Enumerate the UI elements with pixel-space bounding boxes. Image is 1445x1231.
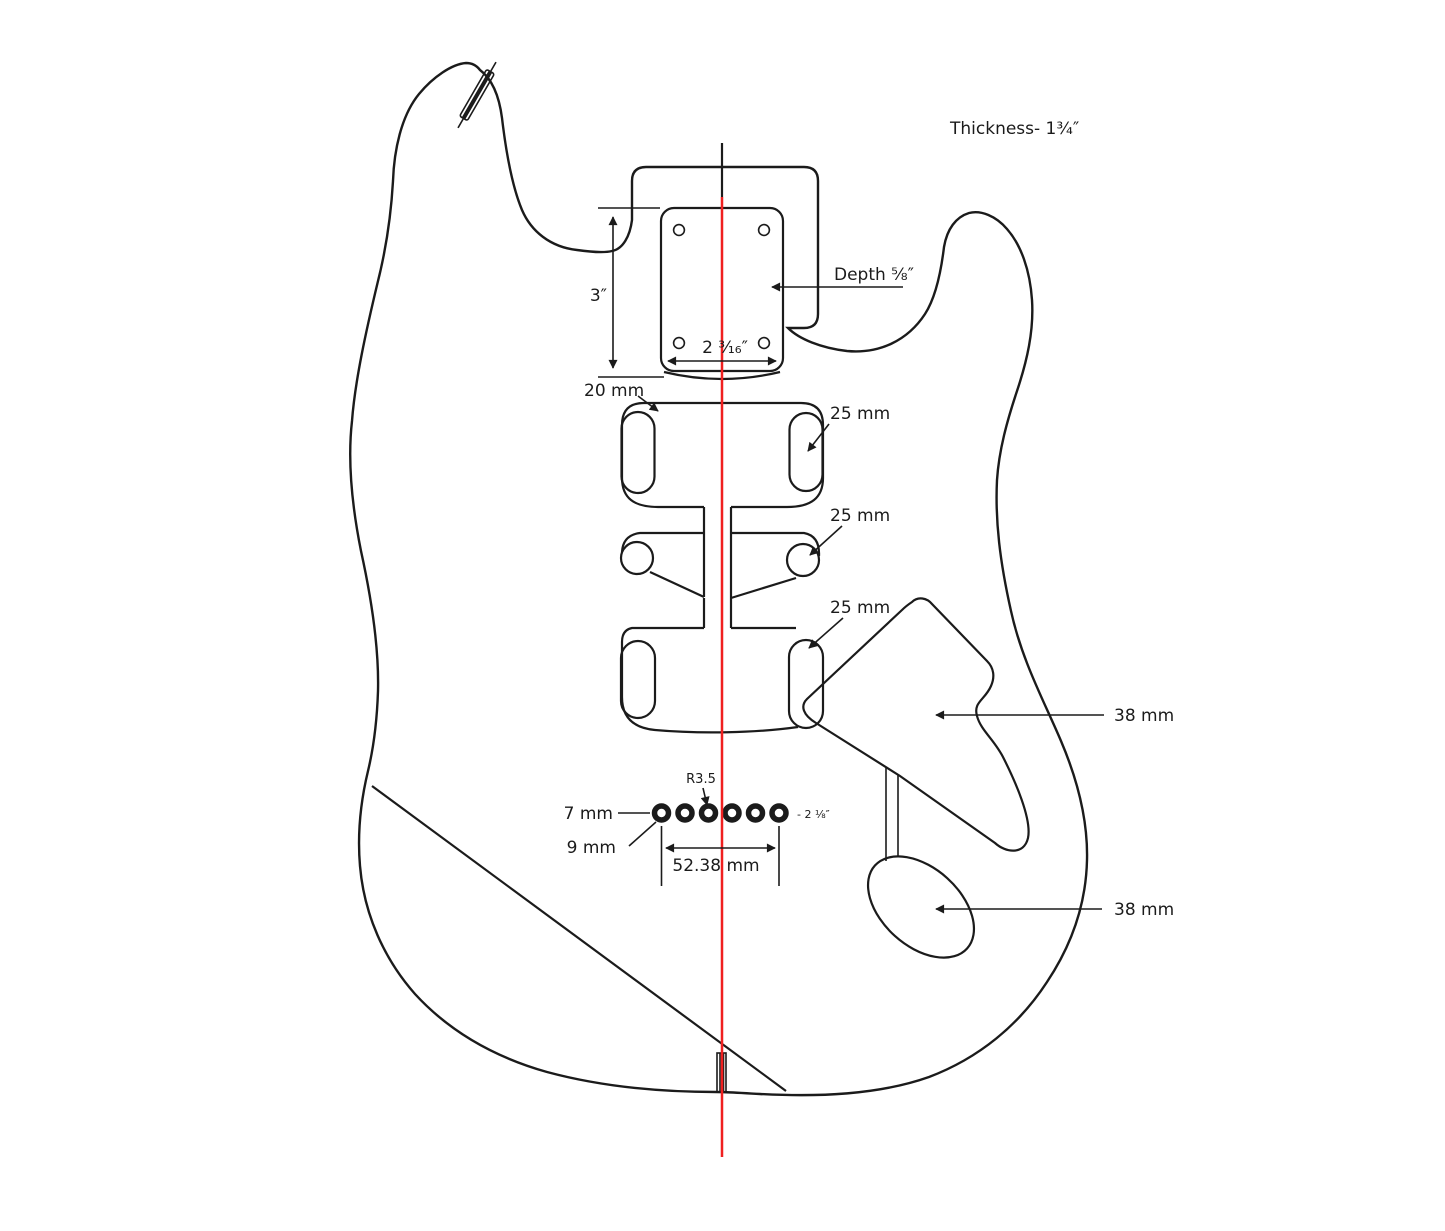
string-hole bbox=[722, 803, 742, 823]
jack-cavity bbox=[866, 855, 976, 959]
leader-line bbox=[809, 525, 843, 556]
leader-line bbox=[808, 617, 844, 649]
string-spacing-label: 52.38 mm bbox=[672, 856, 759, 876]
string-through-holes bbox=[651, 803, 789, 823]
middle-pickup-cavity-left bbox=[620, 531, 704, 553]
contour-carve-line bbox=[371, 785, 787, 1092]
tremolo-spring-cavity bbox=[802, 597, 1030, 852]
neck-screw-hole bbox=[757, 223, 771, 237]
string-hole-radius-label: R3.5 bbox=[686, 772, 716, 787]
neck-pocket-width-label: 2 ³⁄₁₆″ bbox=[702, 338, 748, 358]
neck-route-width-label: 20 mm bbox=[584, 381, 644, 401]
string-hole bbox=[675, 803, 695, 823]
bridge-pickup-cavity bbox=[620, 626, 799, 734]
neck-pocket-length-label: 3″ bbox=[590, 286, 607, 306]
neck-pocket-depth-label: Depth ⅝″ bbox=[834, 265, 914, 285]
middle-ear-width-label: 25 mm bbox=[830, 506, 890, 526]
string-hole bbox=[745, 803, 766, 823]
neck-screw-hole bbox=[672, 336, 686, 350]
neck-cavity-ear bbox=[620, 410, 656, 495]
jack-cavity-width-label: 38 mm bbox=[1114, 900, 1174, 920]
strap-button-mark-horn bbox=[457, 61, 497, 129]
leader-line bbox=[628, 821, 657, 847]
middle-cavity-slant bbox=[730, 576, 797, 600]
neck-ear-width-label: 25 mm bbox=[830, 404, 890, 424]
string-hole bbox=[698, 803, 719, 823]
leader-line bbox=[807, 423, 830, 452]
bridge-cavity-ear bbox=[619, 639, 657, 720]
neck-screw-hole bbox=[757, 336, 771, 350]
guitar-body-outline bbox=[349, 61, 1089, 1097]
leader-line bbox=[700, 787, 710, 806]
string-span-label: - 2 ⅛″ bbox=[797, 808, 830, 821]
ferrule-diameter-label: 9 mm bbox=[567, 838, 616, 858]
trem-cavity-width-label: 38 mm bbox=[1114, 706, 1174, 726]
neck-screw-hole bbox=[672, 223, 686, 237]
string-hole-diameter-label: 7 mm bbox=[564, 804, 613, 824]
middle-cavity-slant bbox=[649, 571, 705, 598]
string-hole bbox=[651, 803, 672, 823]
annotations: Thickness- 1¾″ 3″ Depth ⅝″ 2 ³⁄₁₆″ 20 mm… bbox=[564, 119, 1175, 920]
string-hole bbox=[769, 803, 789, 823]
thickness-label: Thickness- 1¾″ bbox=[949, 119, 1079, 139]
bridge-ear-width-label: 25 mm bbox=[830, 598, 890, 618]
middle-cavity-ear bbox=[785, 542, 821, 578]
neck-cavity-ear bbox=[788, 411, 824, 493]
middle-cavity-ear bbox=[619, 540, 655, 576]
leader-line bbox=[637, 395, 659, 412]
